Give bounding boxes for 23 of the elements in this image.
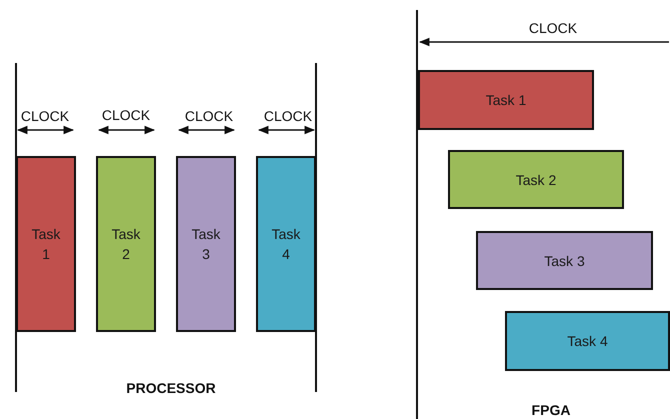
- task-label: Task 3: [544, 252, 585, 270]
- clock-label: CLOCK: [528, 20, 578, 36]
- task-block: [256, 156, 316, 332]
- task-block: [16, 156, 76, 332]
- clock-label: CLOCK: [264, 108, 312, 124]
- task-label: Task 4: [270, 225, 302, 264]
- task-label: Task 3: [190, 225, 222, 264]
- task-label: Task 4: [567, 332, 608, 351]
- task-block: [448, 150, 624, 209]
- task-block: [505, 311, 670, 371]
- task-block: [96, 156, 156, 332]
- task-block: [476, 231, 653, 290]
- clock-label: CLOCK: [20, 108, 70, 124]
- task-label: Task 2: [516, 170, 556, 190]
- section-title: FPGA: [532, 402, 570, 418]
- task-label: Task 2: [110, 225, 142, 264]
- section-title: PROCESSOR: [126, 380, 216, 396]
- task-block: [418, 70, 594, 130]
- task-label: Task 1: [486, 91, 526, 110]
- clock-label: CLOCK: [184, 108, 234, 124]
- task-label: Task 1: [30, 225, 62, 264]
- task-block: [176, 156, 236, 332]
- clock-label: CLOCK: [102, 107, 150, 123]
